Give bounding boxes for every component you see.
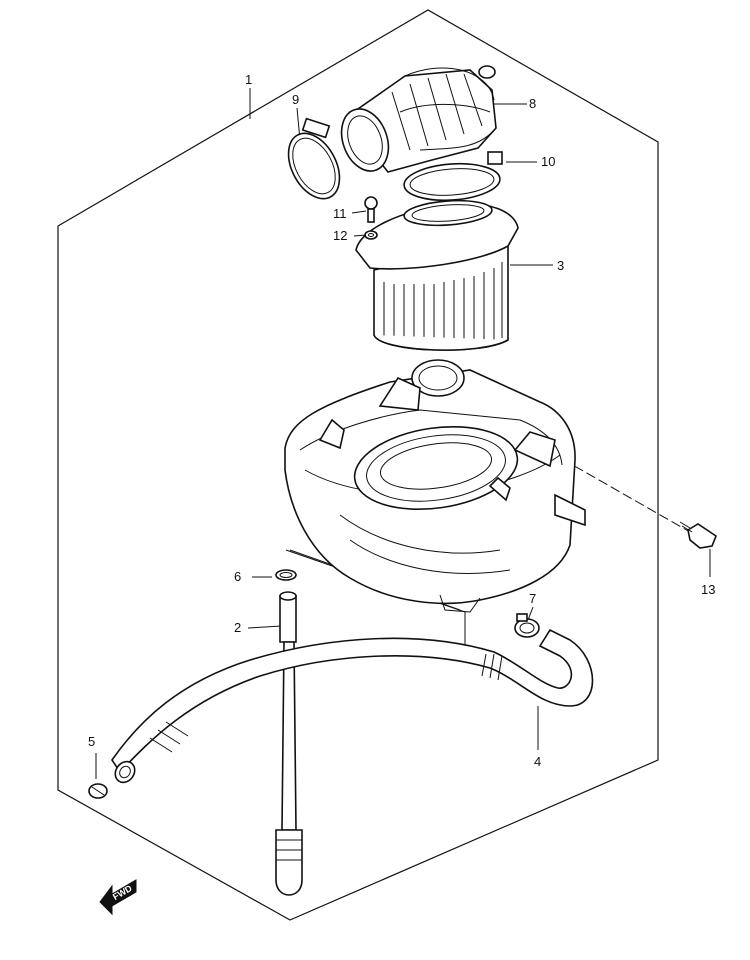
assembly-outline [57, 9, 659, 921]
screw [364, 196, 378, 223]
callout-13: 13 [701, 582, 715, 597]
callout-2: 2 [234, 620, 241, 635]
bolt [679, 521, 717, 549]
drain-tube [275, 591, 303, 896]
o-ring [275, 569, 297, 581]
callout-6: 6 [234, 569, 241, 584]
callout-11: 11 [333, 206, 347, 221]
air-cleaner-box [284, 359, 586, 613]
callout-1: 1 [245, 72, 252, 87]
callout-12: 12 [333, 228, 347, 243]
callout-8: 8 [529, 96, 536, 111]
callout-numbers: 1 9 8 10 11 12 3 6 2 7 4 5 13 [88, 72, 715, 769]
callout-10: 10 [541, 154, 555, 169]
clip-hose [514, 613, 540, 638]
clip-left [88, 783, 108, 799]
callout-3: 3 [557, 258, 564, 273]
callout-5: 5 [88, 734, 95, 749]
washer [364, 230, 378, 240]
clamp-right [403, 151, 503, 202]
callout-9: 9 [292, 92, 299, 107]
intake-boot [340, 65, 497, 173]
fwd-arrow-icon: FWD [99, 879, 137, 916]
clamp-left [287, 117, 341, 200]
breather-hose [111, 628, 594, 784]
callout-7: 7 [529, 591, 536, 606]
air-filter-element [355, 199, 519, 351]
callout-4: 4 [534, 754, 541, 769]
